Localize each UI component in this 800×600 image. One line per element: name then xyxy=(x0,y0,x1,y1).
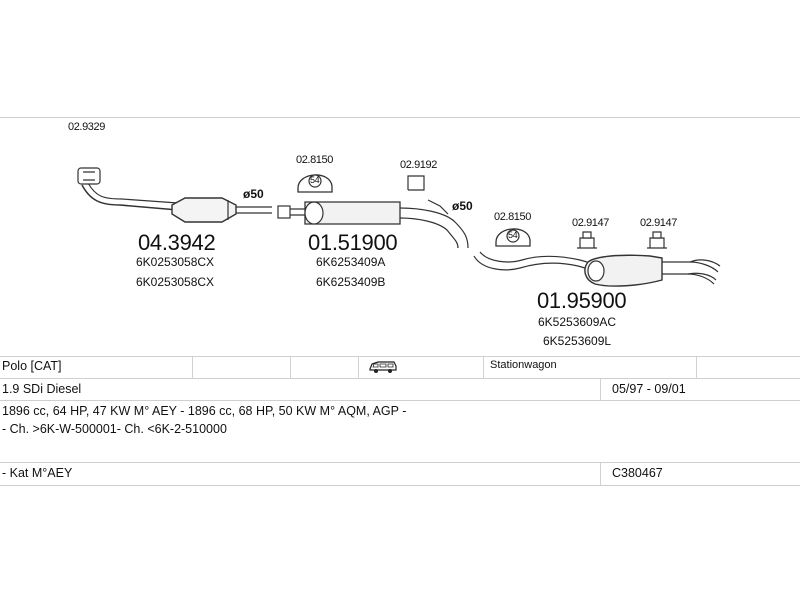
engine: 1.9 SDi Diesel xyxy=(2,382,82,396)
col-divider-5 xyxy=(696,357,697,378)
part-number-1: 04.3942 xyxy=(138,230,216,255)
col-divider-2 xyxy=(290,357,291,378)
vehicle-row-1: Polo [CAT] Stationwagon xyxy=(0,357,800,378)
exhaust-diagram xyxy=(77,167,721,287)
top-rule xyxy=(0,117,800,118)
part-oem-2b: 6K6253409B xyxy=(316,275,386,289)
clamp-part xyxy=(407,175,425,191)
vehicle-row-3: 1896 cc, 64 HP, 47 KW M° AEY - 1896 cc, … xyxy=(0,402,800,442)
engine-details: 1896 cc, 64 HP, 47 KW M° AEY - 1896 cc, … xyxy=(2,404,407,418)
body-type: Stationwagon xyxy=(490,359,557,371)
part-oem-2a: 6K6253409A xyxy=(316,255,386,269)
col-divider-3 xyxy=(358,357,359,378)
years: 05/97 - 09/01 xyxy=(612,382,686,396)
table-rule-3 xyxy=(0,400,800,401)
hanger-ref-2: 02.8150 xyxy=(494,211,531,223)
table-rule-2 xyxy=(0,378,800,379)
col-divider-6 xyxy=(600,379,601,400)
chassis-range: - Ch. >6K-W-500001- Ch. <6K-2-510000 xyxy=(2,422,227,436)
vehicle-note: - Kat M°AEY xyxy=(2,466,73,480)
hanger-ref-1: 02.8150 xyxy=(296,154,333,166)
table-rule-4 xyxy=(0,462,800,463)
mount-ref-2: 02.9147 xyxy=(640,217,677,229)
part-number-2: 01.51900 xyxy=(308,230,398,255)
vehicle-row-2: 1.9 SDi Diesel 05/97 - 09/01 xyxy=(0,379,800,400)
table-rule-5 xyxy=(0,485,800,486)
col-divider-7 xyxy=(600,463,601,485)
gasket-ref: 02.9329 xyxy=(68,121,105,133)
diameter-label-2: ø50 xyxy=(452,199,473,213)
gasket-part xyxy=(77,167,101,185)
hanger-badge-2: 54 xyxy=(508,230,518,240)
rubber-mount-2 xyxy=(647,237,667,249)
part-oem-1a: 6K0253058CX xyxy=(136,255,215,269)
hanger-badge-1: 54 xyxy=(310,175,320,185)
part-oem-3a: 6K5253609AC xyxy=(538,315,617,329)
mount-ref-1: 02.9147 xyxy=(572,217,609,229)
station-wagon-icon xyxy=(368,360,398,377)
catalytic-converter xyxy=(171,197,237,223)
rear-pipe xyxy=(473,251,595,271)
rubber-mount-1 xyxy=(577,237,597,249)
front-downpipe xyxy=(81,184,179,211)
vehicle-model: Polo [CAT] xyxy=(2,359,62,373)
part-oem-1b: 6K0253058CX xyxy=(136,275,215,289)
catalog-code: C380467 xyxy=(612,466,663,480)
part-oem-3b: 6K5253609L xyxy=(543,334,612,348)
diameter-label-1: ø50 xyxy=(243,187,264,201)
table-rule-1 xyxy=(0,356,800,357)
col-divider-1 xyxy=(192,357,193,378)
vehicle-row-4: - Kat M°AEY C380467 xyxy=(0,463,800,485)
col-divider-4 xyxy=(483,357,484,378)
clamp-ref: 02.9192 xyxy=(400,159,437,171)
rear-silencer xyxy=(584,254,663,287)
part-number-3: 01.95900 xyxy=(537,288,627,313)
